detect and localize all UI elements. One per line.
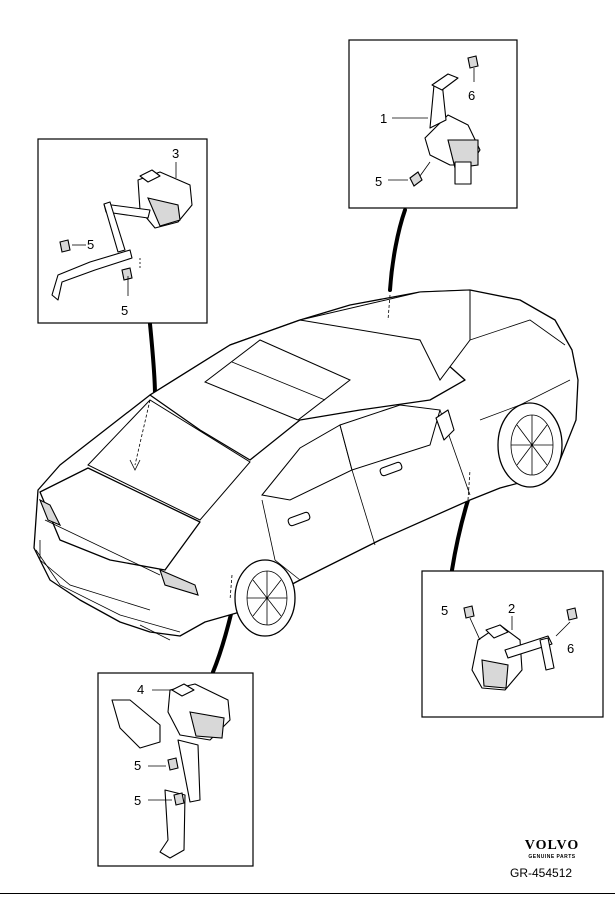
label-part-4: 4 [137,682,144,697]
detail-box-part-1: 1 5 6 [348,39,518,209]
label-part-5: 5 [134,793,141,808]
label-part-2: 2 [508,601,515,616]
label-part-5: 5 [121,303,128,318]
bottom-border [0,893,615,894]
callout-line-rear-left [148,322,157,397]
detail-box-part-2: 5 2 6 [421,570,604,718]
volvo-logo: VOLVO GENUINE PARTS [512,838,592,860]
label-part-5: 5 [134,758,141,773]
callout-line-front-right [450,498,470,572]
label-part-6: 6 [468,88,475,103]
front-side-window [339,404,441,471]
label-part-3: 3 [172,146,179,161]
brand-name: VOLVO [524,838,580,853]
rear-window [87,399,251,521]
label-part-5: 5 [441,603,448,618]
callout-line-front [388,208,407,292]
label-part-6: 6 [567,641,574,656]
label-part-5: 5 [87,237,94,252]
sunroof [204,339,351,421]
detail-box-part-4: 4 5 5 [97,672,254,867]
brand-tagline: GENUINE PARTS [528,854,576,860]
label-part-1: 1 [380,111,387,126]
car-illustration [33,289,579,641]
callout-line-rear-right [211,608,234,674]
detail-box-part-3: 3 5 5 [37,138,208,324]
label-part-5: 5 [375,174,382,189]
illustration-code: GR-454512 [510,866,573,880]
